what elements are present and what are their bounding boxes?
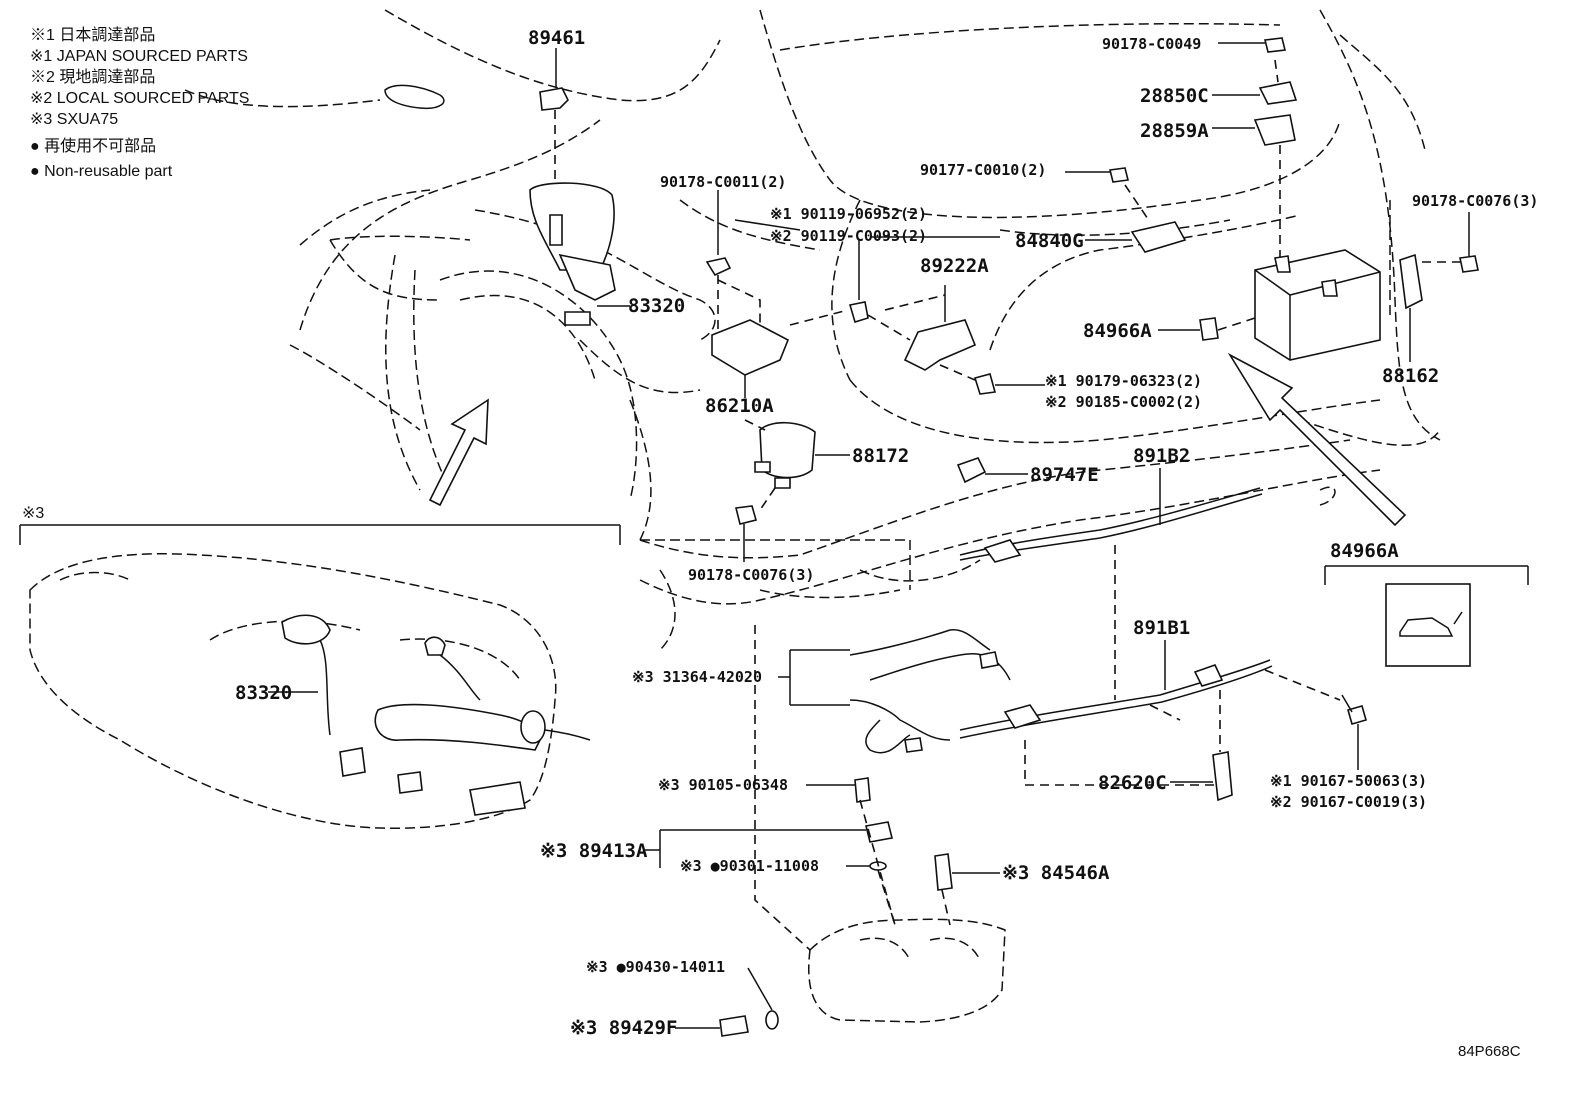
label-28859a: 28859A [1140,120,1209,142]
inset-84966a [1324,565,1529,667]
label-83320-upper: 83320 [628,295,685,317]
part-82620c-clip [1170,690,1233,802]
part-labels: 89461 83320 90178-C0011(2) 86210A 88172 … [22,27,1538,1060]
section-mark-sxua75: ※3 [22,505,44,522]
label-84966a: 84966A [1083,320,1152,342]
direction-arrow-front [428,398,489,507]
label-90167-50063: ※1 90167-50063(3) [1270,772,1427,790]
part-90430-gasket [747,967,779,1030]
label-891b2: 891B2 [1133,445,1190,467]
label-89429f: ※3 89429F [570,1017,677,1039]
part-84546a-sensor [934,853,1000,891]
diagram-code: 84P668C [1458,1043,1521,1060]
label-88172: 88172 [852,445,909,467]
part-90178-c0049-nut [1218,37,1286,53]
part-89222a-bracket [903,285,977,371]
part-88162-sensor [1399,253,1462,362]
label-82620c: 82620C [1098,772,1167,794]
label-86210a: 86210A [705,395,774,417]
part-90105-bolt [806,777,871,803]
part-28859a-bracket [1212,114,1296,260]
label-90177-c0010: 90177-C0010(2) [920,161,1046,179]
part-90119-bolt [734,219,1000,341]
part-89413a-sensor [645,821,893,868]
label-89461: 89461 [528,27,585,49]
label-90178-c0049: 90178-C0049 [1102,35,1201,53]
svg-text:※3 SXUA75: ※3 SXUA75 [30,111,118,128]
label-90178-c0011: 90178-C0011(2) [660,173,786,191]
part-84840g-switch [1085,184,1187,253]
svg-text:※1 JAPAN SOURCED PARTS: ※1 JAPAN SOURCED PARTS [30,48,248,65]
label-31364-42020: ※3 31364-42020 [632,668,762,686]
part-891b2-harness [959,468,1263,700]
part-89461 [539,48,569,180]
label-88162: 88162 [1382,365,1439,387]
direction-arrow-rear [1227,352,1407,527]
label-84840g: 84840G [1015,230,1084,252]
part-90178-c0076-nut-upper [1459,212,1479,273]
transmission-case [754,625,1006,1023]
label-90430-14011: ※3 ●90430-14011 [586,958,725,976]
label-89413a: ※3 89413A [540,840,648,862]
part-83320-sender [529,182,630,326]
part-90301-oring [846,861,887,871]
legend: ※1 日本調達部品 ※1 JAPAN SOURCED PARTS ※2 現地調達… [30,26,249,180]
label-89222a: 89222A [920,255,989,277]
part-90177-c0010-nut [1065,167,1129,183]
svg-text:● 再使用不可部品: ● 再使用不可部品 [30,137,156,155]
part-891b1-harness [959,640,1341,786]
part-86210a-module [711,319,790,398]
label-89747e: 89747E [1030,464,1099,486]
part-89747e-sensor [956,457,1028,484]
vehicle-body-outline [184,9,1441,651]
part-88172-bracket [744,419,850,511]
label-28850c: 28850C [1140,85,1209,107]
label-891b1: 891B1 [1133,617,1190,639]
label-90185-c0002: ※2 90185-C0002(2) [1045,393,1202,411]
svg-text:● Non-reusable part: ● Non-reusable part [30,163,173,180]
label-84546a: ※3 84546A [1002,862,1110,884]
part-90178-c0076-nut-lower [735,505,757,562]
label-83320-tank: 83320 [235,682,292,704]
part-battery [1254,249,1381,361]
inset-title: 84966A [1330,540,1399,562]
part-89429f-sensor [675,1015,749,1037]
part-90167-screw [1341,694,1367,770]
part-90178-c0011-nut [705,190,761,330]
label-90167-c0019: ※2 90167-C0019(3) [1270,793,1427,811]
part-90179-clip [939,364,1045,395]
part-84966a-switch [1158,317,1256,341]
fuel-tank-section [19,524,621,829]
svg-text:※2 LOCAL SOURCED PARTS: ※2 LOCAL SOURCED PARTS [30,90,249,107]
part-28850c-clip [1212,59,1298,105]
label-90179-06323: ※1 90179-06323(2) [1045,372,1202,390]
label-90178-c0076-upper: 90178-C0076(3) [1412,192,1538,210]
svg-text:※2 現地調達部品: ※2 現地調達部品 [30,68,155,86]
label-90119-06952: ※1 90119-06952(2) [770,205,927,223]
label-90178-c0076-lower: 90178-C0076(3) [688,566,814,584]
part-31364-harness [778,629,1011,754]
label-90119-c0093: ※2 90119-C0093(2) [770,227,927,245]
label-90301-11008: ※3 ●90301-11008 [680,857,819,875]
svg-text:※1 日本調達部品: ※1 日本調達部品 [30,26,155,44]
label-90105-06348: ※3 90105-06348 [658,776,788,794]
